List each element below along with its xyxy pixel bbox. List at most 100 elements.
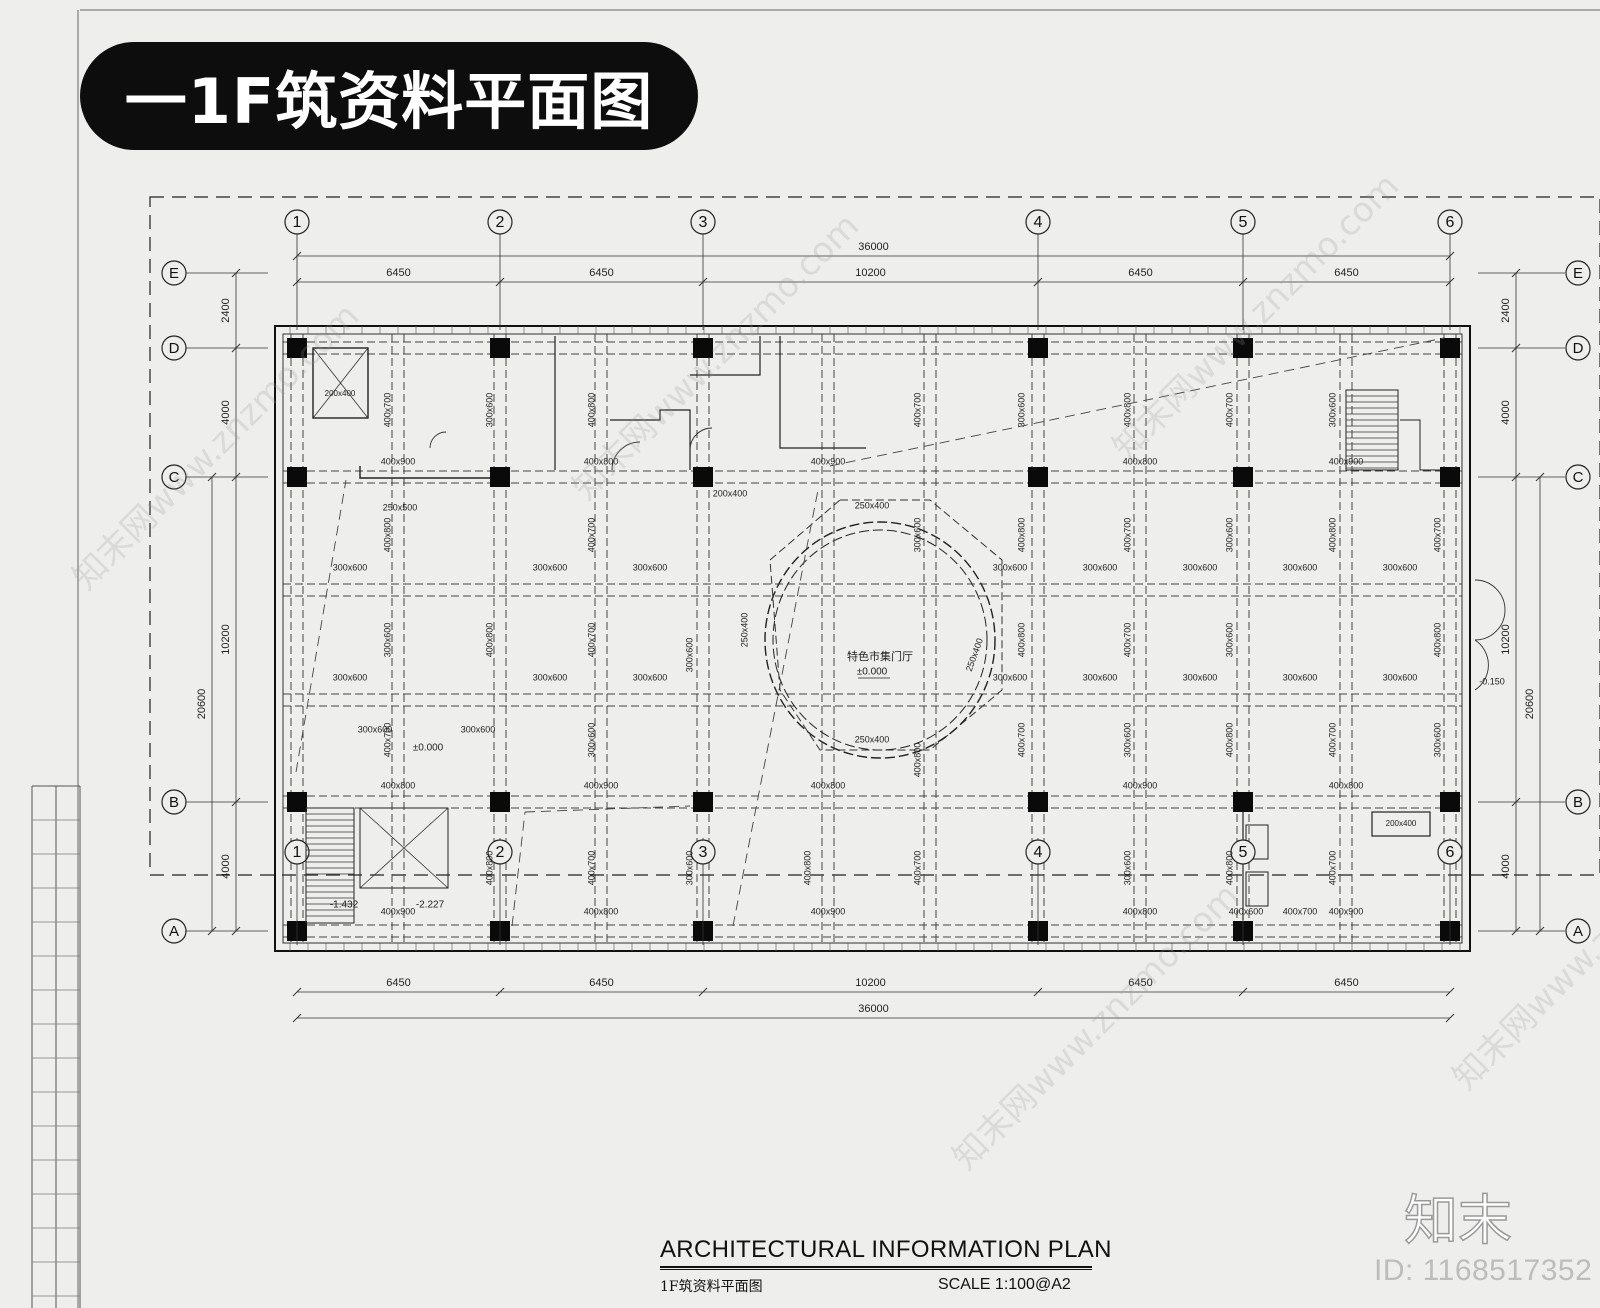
structural-column	[490, 792, 510, 812]
dim-label: 36000	[858, 241, 889, 253]
grid-bubble-label: 6	[1446, 844, 1455, 861]
dim-label: 2400	[1500, 298, 1512, 322]
dim-tick	[231, 472, 241, 482]
footer-subtitle: 1F筑资料平面图	[660, 1279, 763, 1295]
beam-size-label: 400x700	[586, 851, 596, 886]
dim-tick	[231, 268, 241, 278]
beam-size-label: 200x400	[713, 488, 748, 498]
hall-circle	[764, 521, 996, 759]
grid-bubble	[284, 209, 310, 235]
beam-size-label: 400x800	[586, 393, 596, 428]
beam-size-label: 400x800	[484, 851, 494, 886]
dashed-diagonal	[732, 489, 819, 927]
dashed-diagonal	[829, 337, 1445, 467]
beam-size-label: 400x700	[382, 723, 392, 758]
beam-size-label: 400x800	[1327, 518, 1337, 553]
dim-tick	[231, 797, 241, 807]
stair-flight	[305, 807, 355, 924]
beam-size-label: 300x600	[1122, 723, 1132, 758]
beam-size-label: 250x400	[964, 637, 985, 673]
beam-size-label: 300x600	[1083, 672, 1118, 682]
beam-size-label: 300x600	[1383, 562, 1418, 572]
beam-size-label: 400x800	[1123, 456, 1158, 466]
beam-size-label: 200x400	[1386, 819, 1417, 828]
partition-wall	[610, 409, 691, 470]
dim-tick	[207, 472, 217, 482]
beam-size-label: 400x700	[1283, 906, 1318, 916]
stair-flight	[1345, 389, 1399, 471]
beam-size-label: 400x800	[584, 456, 619, 466]
beam-size-label: 400x800	[802, 851, 812, 886]
beam-size-label: 250x400	[855, 500, 890, 510]
beam-size-label: 400x800	[1224, 723, 1234, 758]
beam-size-label: 400x800	[1122, 393, 1132, 428]
beam-label-layer: 400x900 400x800 400x900 400x800 400x900 300x6…	[333, 393, 1443, 917]
dim-label: 6450	[386, 267, 410, 279]
beam-size-label: 400x900	[381, 456, 416, 466]
structural-column	[1440, 338, 1460, 358]
dim-tick	[698, 987, 708, 997]
beam-size-label: 300x600	[1283, 562, 1318, 572]
beam-size-label: 250x400	[855, 734, 890, 744]
dim-tick	[1445, 1013, 1455, 1023]
beam-size-label: 400x700	[1224, 393, 1234, 428]
structural-column	[693, 467, 713, 487]
beam-size-label: 400x800	[912, 743, 922, 778]
grid-bubble-label: A	[169, 923, 179, 940]
shaft-opening	[1245, 871, 1269, 907]
structural-column	[1440, 792, 1460, 812]
grid-bubble-label: A	[1573, 923, 1583, 940]
structural-column	[1028, 792, 1048, 812]
beam-size-label: 400x700	[1327, 723, 1337, 758]
grid-bubble	[161, 260, 187, 286]
dim-label: 6450	[589, 977, 613, 989]
beam-size-label: 300x600	[1183, 562, 1218, 572]
beam-size-label: 300x600	[1383, 672, 1418, 682]
beam-size-label: 300x600	[586, 723, 596, 758]
structural-column	[693, 338, 713, 358]
grid-bubble-label: 4	[1034, 844, 1043, 861]
dim-tick	[1535, 926, 1545, 936]
duct-opening	[1371, 811, 1431, 837]
structural-column	[1233, 467, 1253, 487]
grid-bubble	[284, 839, 310, 865]
beam-size-label: 400x700	[586, 623, 596, 658]
dim-tick	[1445, 251, 1455, 261]
beam-size-label: 400x900	[584, 780, 619, 790]
beam-size-label: 400x700	[382, 393, 392, 428]
dim-tick	[207, 926, 217, 936]
dim-label: 20600	[1524, 689, 1536, 720]
beam-size-label: 300x600	[1327, 393, 1337, 428]
structural-column	[1028, 467, 1048, 487]
door-swing	[429, 431, 447, 449]
grid-bubble-label: 6	[1446, 214, 1455, 231]
beam-size-label: 400x900	[381, 906, 416, 916]
beam-size-label: 400x700	[912, 851, 922, 886]
structural-column	[287, 467, 307, 487]
dim-label: 6450	[1334, 267, 1358, 279]
partition-wall	[359, 466, 490, 479]
title-badge: 一1F筑资料平面图	[80, 42, 698, 150]
beam-size-label: 300x600	[633, 562, 668, 572]
grid-bubble	[487, 839, 513, 865]
beam-size-label: 300x600	[1016, 393, 1026, 428]
level-label: -1.432	[330, 900, 359, 911]
dim-label: 36000	[858, 1003, 889, 1015]
beam-size-label: 400x700	[912, 393, 922, 428]
structural-column	[287, 792, 307, 812]
stair-landing	[359, 807, 449, 889]
beam-size-label: 400x600	[1229, 906, 1264, 916]
dim-tick	[292, 987, 302, 997]
beam-size-label: 400x700	[1016, 723, 1026, 758]
grid-bubble	[161, 789, 187, 815]
beam-size-label: 400x800	[1016, 518, 1026, 553]
grid-bubble-label: C	[169, 469, 180, 486]
dim-tick	[1535, 472, 1545, 482]
structural-column	[1233, 792, 1253, 812]
beam-size-label: 400x900	[1123, 780, 1158, 790]
beam-size-label: 400x800	[381, 780, 416, 790]
grid-bubble	[1025, 839, 1051, 865]
grid-bubble	[1025, 209, 1051, 235]
beam-size-label: 400x800	[382, 518, 392, 553]
